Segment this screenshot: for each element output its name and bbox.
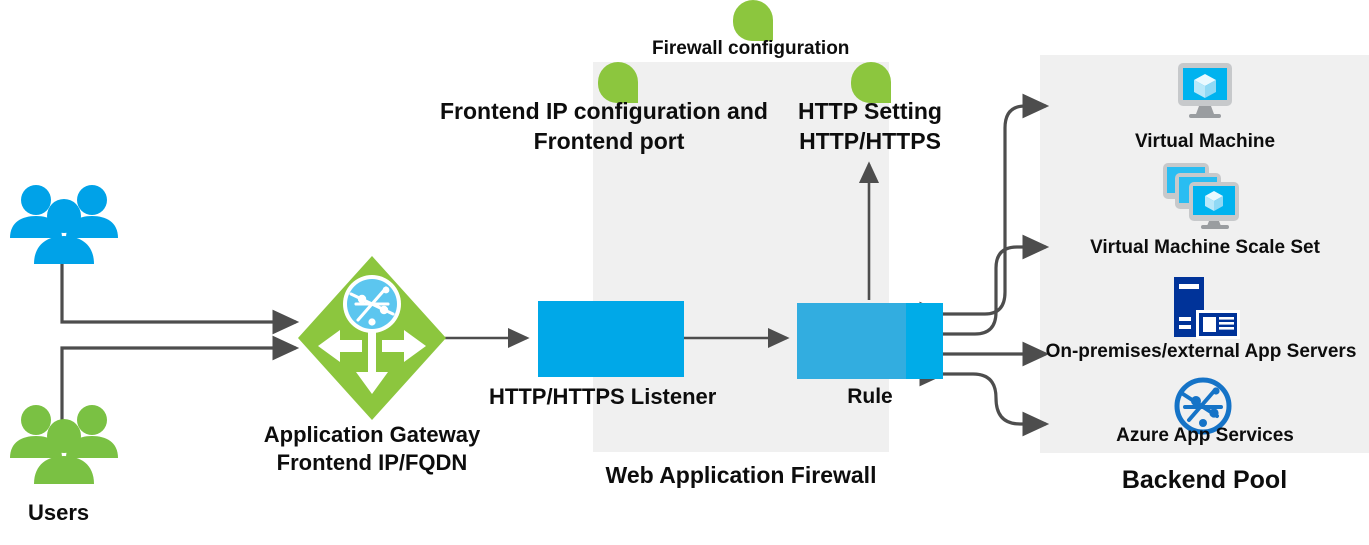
frontend-ip-configuration-label-line2: Frontend port (533, 128, 685, 154)
azure-app-services-icon (1174, 377, 1232, 435)
frontend-ip-configuration-marker-icon (598, 62, 638, 103)
rule-label: Rule (847, 385, 893, 408)
http-setting-marker-icon (851, 62, 891, 103)
application-gateway-icon (298, 256, 446, 420)
users-label: Users (28, 500, 90, 525)
users-blue-icon (10, 185, 118, 264)
frontend-ip-configuration-label-line1: Frontend IP configuration and (440, 98, 768, 124)
on-premises-server-icon (1174, 277, 1240, 339)
connector-rule-to-vmss (919, 234, 1050, 347)
firewall-configuration-label: Firewall configuration (652, 38, 850, 59)
virtual-machine-scale-set-icon (1163, 163, 1239, 229)
backend-pool-zone-box (1040, 55, 1369, 453)
http-setting-label-line2: HTTP/HTTPS (799, 128, 941, 154)
firewall-configuration-marker-icon (733, 0, 773, 41)
virtual-machine-scale-set-label: Virtual Machine Scale Set (1090, 237, 1320, 258)
virtual-machine-label: Virtual Machine (1134, 131, 1276, 152)
on-premises-server-label: On-premises/external App Servers (1045, 341, 1357, 362)
application-gateway-label-line2: Frontend IP/FQDN (276, 450, 468, 475)
http-setting-label-line1: HTTP Setting (798, 98, 942, 124)
rule-box-accent (906, 303, 943, 379)
connector-green-users-to-gateway (60, 335, 300, 444)
connector-rule-to-appservices (919, 361, 1050, 437)
connector-blue-users-to-gateway (60, 262, 300, 335)
application-gateway-label-line1: Application Gateway (263, 422, 481, 447)
http-https-listener-label: HTTP/HTTPS Listener (489, 384, 717, 409)
users-green-icon (10, 405, 118, 484)
backend-pool-label: Backend Pool (1121, 466, 1288, 494)
waf-zone-box (593, 62, 889, 452)
http-https-listener-box (538, 301, 684, 377)
azure-app-services-label: Azure App Services (1116, 425, 1294, 446)
web-application-firewall-label: Web Application Firewall (605, 462, 877, 488)
virtual-machine-icon (1178, 63, 1232, 118)
